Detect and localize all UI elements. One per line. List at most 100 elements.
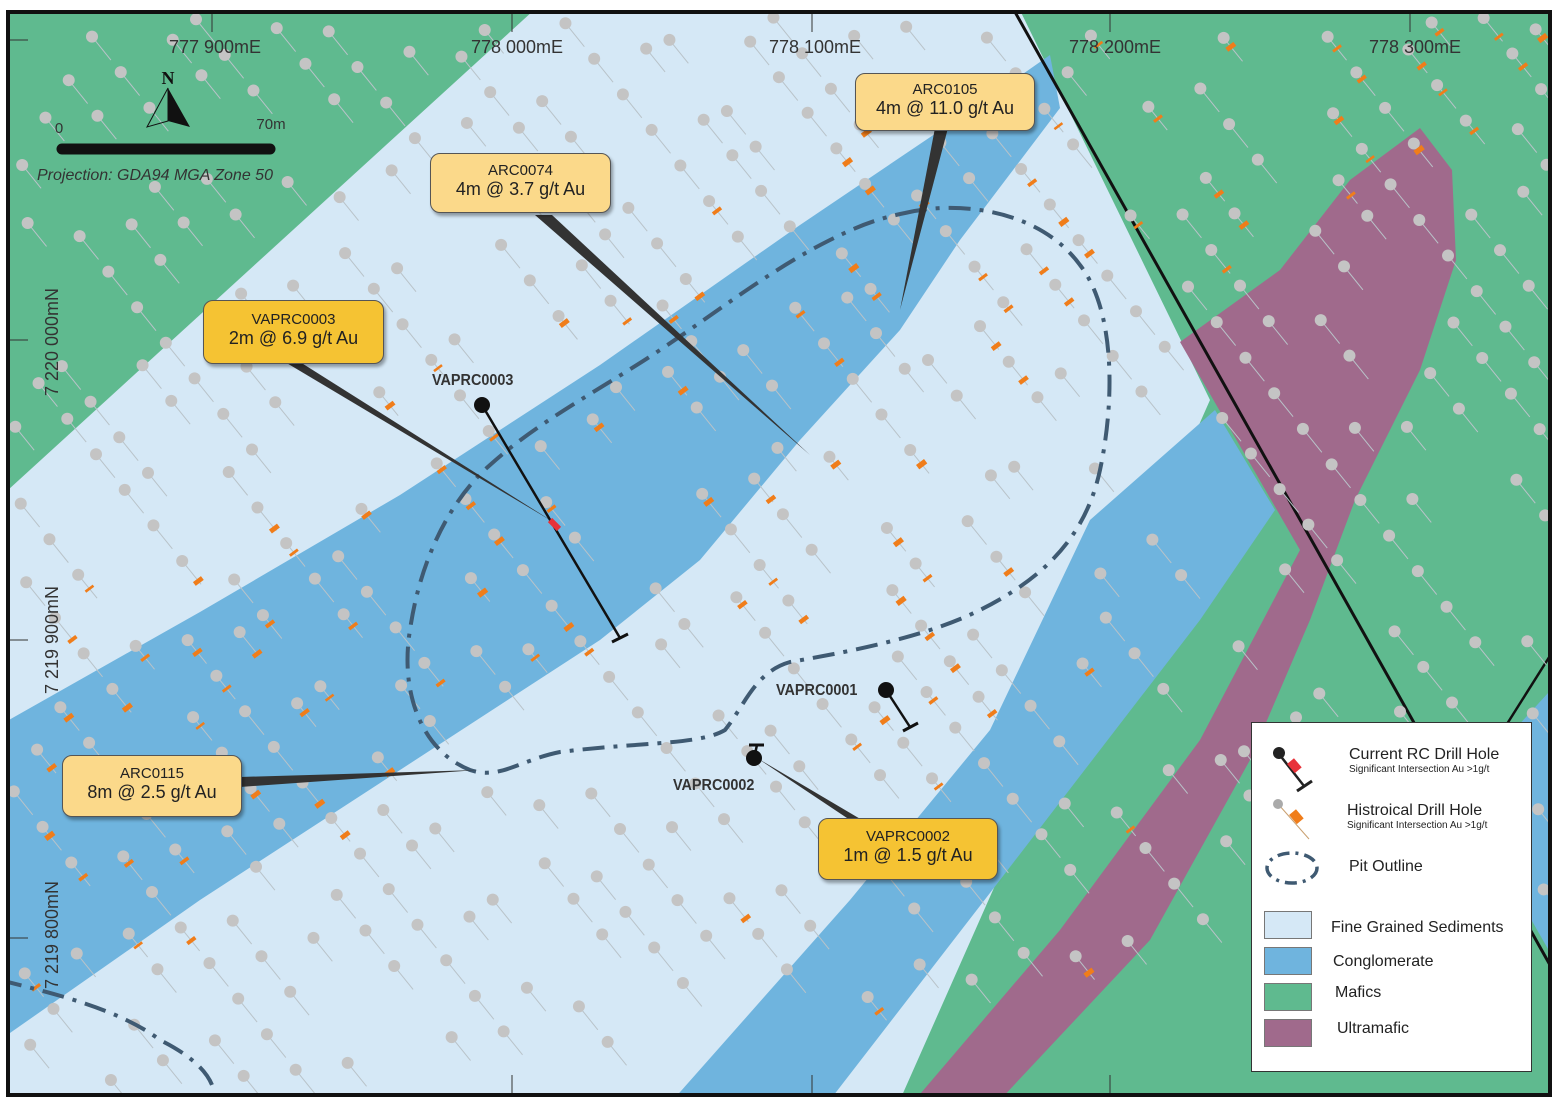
historical-collar bbox=[1510, 473, 1523, 486]
historical-collar bbox=[1313, 687, 1326, 700]
historical-collar bbox=[429, 822, 442, 835]
intersection-tick bbox=[848, 263, 860, 274]
historical-collar bbox=[377, 803, 390, 816]
historical-collar bbox=[574, 635, 587, 648]
historical-collar bbox=[744, 35, 757, 48]
historical-collar bbox=[1290, 711, 1303, 724]
intersection-tick bbox=[879, 715, 891, 726]
callout-value: 4m @ 3.7 g/t Au bbox=[455, 179, 586, 200]
historical-collar bbox=[1331, 554, 1344, 567]
historical-drill-hole-icon bbox=[1273, 799, 1310, 840]
historical-collar bbox=[1504, 387, 1517, 400]
legend-unit: Fine Grained Sediments bbox=[1331, 919, 1504, 936]
historical-collar bbox=[486, 893, 499, 906]
historical-collar bbox=[151, 963, 164, 976]
historical-collar bbox=[1338, 260, 1351, 273]
historical-collar bbox=[861, 990, 874, 1003]
historical-collar bbox=[1425, 16, 1438, 29]
collar-vaprc0003[interactable] bbox=[474, 397, 490, 413]
historical-collar bbox=[187, 711, 200, 724]
historical-collar bbox=[20, 576, 33, 589]
historical-collar bbox=[1511, 123, 1524, 136]
historical-collar bbox=[978, 757, 991, 770]
historical-collar bbox=[662, 365, 675, 378]
historical-collar bbox=[1035, 828, 1048, 841]
historical-collar bbox=[1529, 23, 1542, 36]
historical-collar bbox=[1017, 946, 1030, 959]
historical-collar bbox=[72, 568, 85, 581]
intersection-tick bbox=[1083, 967, 1095, 978]
intersection-tick bbox=[737, 599, 748, 610]
historical-collar bbox=[166, 33, 179, 46]
intersection-tick bbox=[916, 459, 928, 470]
intersection-tick bbox=[874, 1007, 885, 1016]
intersection-tick bbox=[465, 501, 477, 511]
historical-collar bbox=[974, 320, 987, 333]
intersection-tick bbox=[798, 614, 810, 625]
legend-symbols bbox=[1265, 747, 1319, 885]
historical-collar bbox=[523, 274, 536, 287]
legend-pit: Pit Outline bbox=[1349, 858, 1423, 875]
historical-collar bbox=[972, 690, 985, 703]
historical-collar bbox=[516, 564, 529, 577]
intersection-tick bbox=[895, 595, 907, 607]
historical-collar bbox=[86, 30, 98, 43]
collar-vaprc0001[interactable] bbox=[878, 682, 894, 698]
historical-collar bbox=[1024, 699, 1037, 712]
intersection-tick bbox=[123, 858, 135, 868]
historical-collar bbox=[55, 360, 68, 373]
historical-collar bbox=[1470, 285, 1483, 298]
historical-collar bbox=[1106, 349, 1119, 362]
historical-collar bbox=[367, 282, 380, 295]
historical-collar bbox=[382, 883, 395, 896]
historical-collar bbox=[697, 113, 710, 126]
intersection-tick bbox=[1053, 122, 1064, 131]
historical-collar bbox=[36, 820, 49, 833]
historical-collar bbox=[703, 195, 716, 208]
historical-collar bbox=[440, 954, 453, 967]
intersection-tick bbox=[558, 318, 570, 329]
historical-collar bbox=[1210, 316, 1223, 329]
intersection-tick bbox=[703, 496, 715, 507]
historical-collar bbox=[287, 279, 300, 292]
historical-collar bbox=[846, 372, 859, 385]
collar-vaprc0002[interactable] bbox=[746, 750, 762, 766]
intersection-tick bbox=[834, 357, 845, 368]
intersection-tick bbox=[133, 941, 144, 950]
historical-collar bbox=[1072, 234, 1085, 247]
intersection-tick bbox=[1038, 266, 1050, 276]
historical-collar bbox=[575, 259, 588, 272]
historical-collar bbox=[203, 957, 216, 970]
historical-collar bbox=[1251, 153, 1264, 166]
historical-collar bbox=[1446, 696, 1459, 709]
intersection-tick bbox=[339, 830, 351, 841]
intersection-tick bbox=[289, 548, 299, 557]
historical-collar bbox=[900, 20, 913, 33]
historical-collar bbox=[1084, 29, 1097, 42]
intersection-tick bbox=[584, 647, 595, 657]
historical-collar bbox=[359, 924, 372, 937]
historical-collar bbox=[1407, 137, 1420, 150]
historical-collar bbox=[270, 22, 283, 35]
historical-collar bbox=[389, 621, 402, 634]
historical-collar bbox=[678, 617, 691, 630]
historical-collar bbox=[671, 894, 684, 907]
historical-collar bbox=[789, 301, 802, 314]
historical-collar bbox=[1411, 565, 1424, 578]
intersection-tick bbox=[348, 621, 359, 631]
intersection-tick bbox=[694, 291, 706, 302]
historical-collar bbox=[200, 172, 213, 185]
legend-sublabel: Significant Intersection Au >1g/t bbox=[1349, 764, 1490, 775]
historical-collar bbox=[380, 96, 393, 109]
historical-collar bbox=[65, 856, 78, 869]
historical-collar bbox=[1196, 913, 1209, 926]
grid-ticks bbox=[8, 12, 1411, 1095]
historical-collar bbox=[764, 724, 777, 737]
historical-collar bbox=[1182, 280, 1195, 293]
historical-collar bbox=[724, 523, 737, 536]
